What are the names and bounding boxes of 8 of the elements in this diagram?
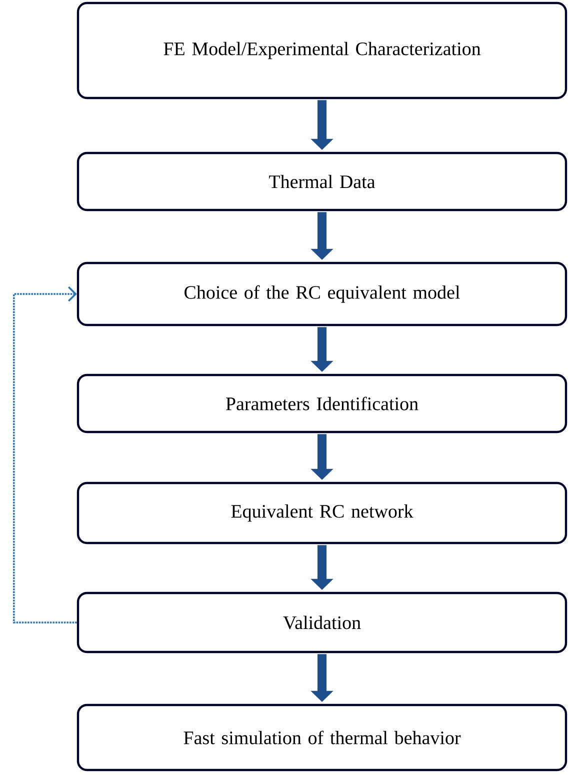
feedback-arrow (13, 286, 77, 624)
process-box: Thermal Data (76, 152, 568, 212)
process-box: FE Model/Experimental Characterization (76, 2, 568, 100)
process-box: Fast simulation of thermal behavior (76, 704, 568, 772)
process-box: Equivalent RC network (76, 482, 568, 544)
process-box: Choice of the RC equivalent model (76, 262, 568, 326)
process-box: Parameters Identification (76, 374, 568, 434)
process-box: Validation (76, 592, 568, 654)
